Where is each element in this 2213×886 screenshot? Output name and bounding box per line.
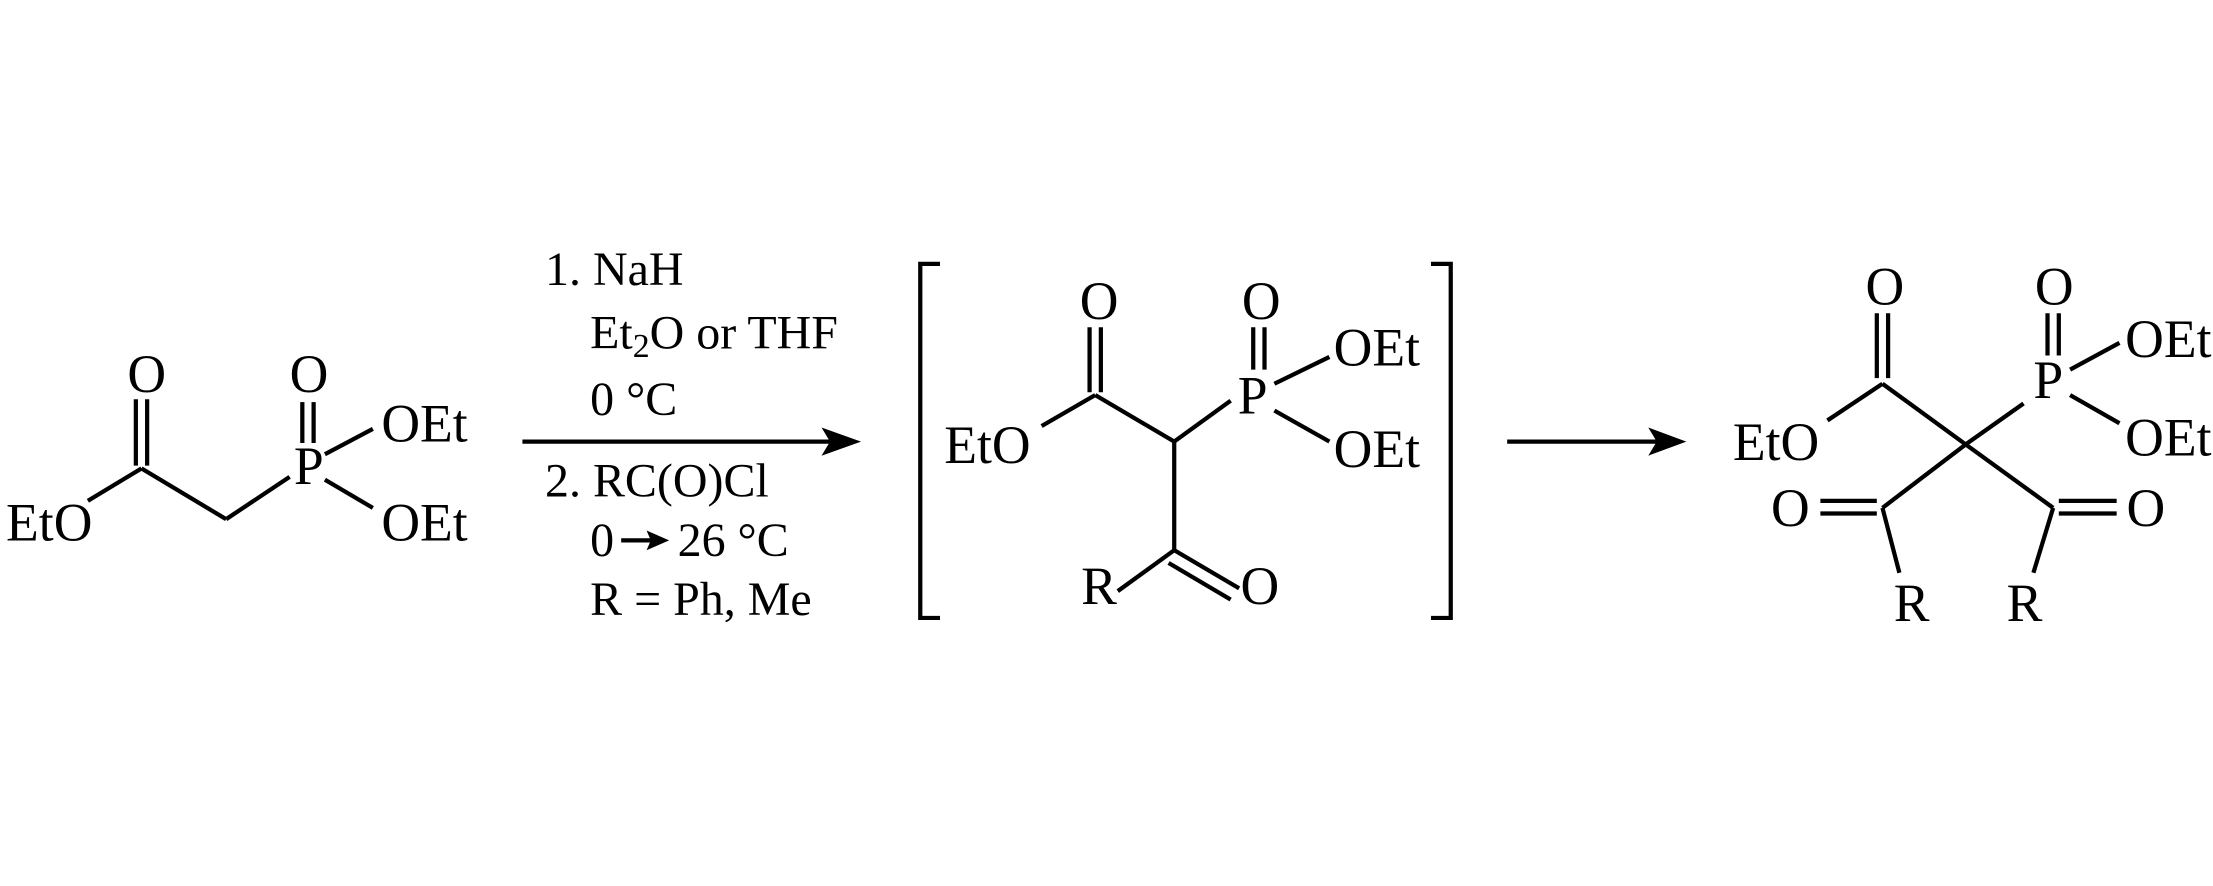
- product-diacylated: EtO O P O OEt OEt O R O R: [1733, 257, 2212, 633]
- bond: [323, 477, 374, 510]
- reaction-arrow-2: [1507, 427, 1687, 456]
- step1-label: 1. NaH: [545, 243, 684, 296]
- bond: [1881, 442, 1967, 510]
- bond: [1964, 442, 2055, 510]
- step2-label: 2. RC(O)Cl: [545, 455, 769, 508]
- atom-label: OEt: [381, 492, 467, 552]
- atom-label: O: [1242, 271, 1281, 331]
- atom-label: EtO: [944, 415, 1030, 475]
- bond: [1040, 393, 1097, 428]
- bond: [1964, 401, 2025, 447]
- bond: [1116, 548, 1176, 593]
- bond: [1273, 408, 1331, 444]
- step2-r-groups: R = Ph, Me: [590, 573, 812, 626]
- intermediate-acylated: EtO O P O OEt OEt R O: [918, 261, 1453, 621]
- arrow-head-icon: [1648, 427, 1687, 456]
- atom-label: O: [290, 344, 329, 404]
- bond: [86, 466, 143, 503]
- atom-label: OEt: [381, 394, 467, 454]
- reaction-arrow-1: [522, 427, 862, 456]
- atom-label: EtO: [1733, 412, 1819, 472]
- bond: [1881, 382, 1967, 447]
- atom-label: O: [1241, 556, 1280, 616]
- atom-label: EtO: [6, 492, 92, 552]
- atom-label: R: [1081, 556, 1117, 616]
- atom-label: OEt: [2125, 408, 2211, 468]
- bond: [140, 466, 228, 521]
- atom-label: O: [1771, 478, 1810, 538]
- temp-arrow-icon: [646, 530, 670, 551]
- atom-label: R: [2007, 573, 2043, 633]
- bond: [1273, 355, 1331, 386]
- atom-label: OEt: [1334, 317, 1420, 377]
- atom-label: O: [1866, 257, 1905, 317]
- atom-label: P: [1238, 365, 1268, 425]
- right-bracket: [1430, 261, 1453, 621]
- atom-label: O: [2127, 478, 2166, 538]
- arrow-head-icon: [821, 427, 862, 456]
- reactant-phosphonoacetate: EtO O P O OEt OEt: [6, 344, 468, 552]
- bond: [323, 427, 374, 457]
- step2-temp-end: 26 °C: [678, 514, 789, 567]
- bond: [2069, 340, 2121, 372]
- bond: [1094, 393, 1176, 444]
- atom-label: P: [2033, 350, 2063, 410]
- double-bond: [1173, 548, 1241, 591]
- atom-label: R: [1894, 573, 1930, 633]
- bond: [1172, 398, 1232, 444]
- atom-label: O: [2035, 257, 2074, 317]
- step1-temp: 0 °C: [590, 373, 677, 426]
- bond: [1880, 507, 1902, 574]
- atom-label: O: [127, 344, 166, 404]
- step2-temp-start: 0: [590, 514, 614, 567]
- bond: [2031, 507, 2056, 574]
- reaction-conditions: 1. NaH Et2O or THF 0 °C 2. RC(O)Cl 0 26 …: [545, 243, 838, 626]
- double-bond: [1167, 561, 1232, 602]
- bond: [224, 475, 291, 521]
- atom-label: OEt: [2125, 309, 2211, 369]
- atom-label: P: [294, 436, 324, 496]
- atom-label: OEt: [1334, 419, 1420, 479]
- atom-label: O: [1080, 271, 1119, 331]
- bond: [2069, 393, 2121, 426]
- bond: [1826, 381, 1884, 423]
- left-bracket: [918, 261, 941, 621]
- step1-solvent: Et2O or THF: [590, 306, 838, 364]
